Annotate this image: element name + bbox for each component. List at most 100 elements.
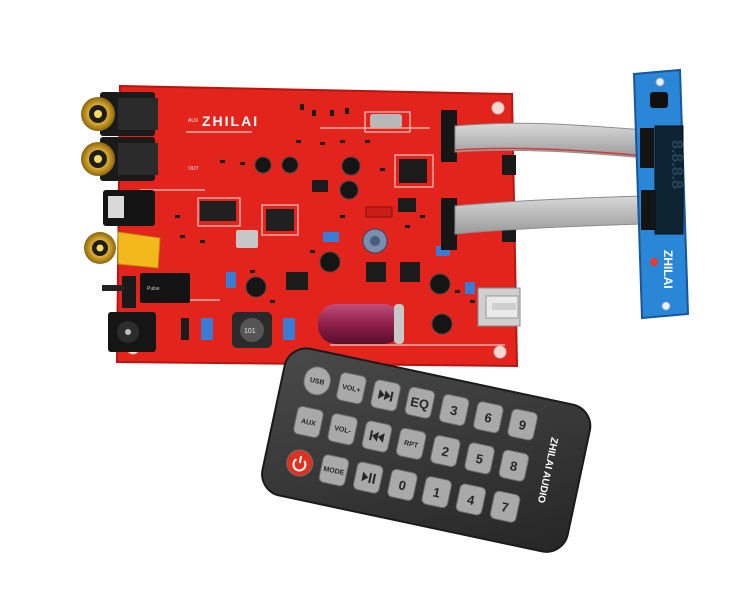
power-inductor: 101 (232, 312, 272, 348)
coax-rca-jack (84, 231, 161, 269)
ic-chip (266, 209, 294, 231)
remote-key-label: AUX (300, 418, 316, 428)
remote-key-cap (473, 401, 504, 434)
remote-key-label: 2 (440, 443, 450, 459)
remote-key[interactable]: 8 (498, 449, 530, 482)
film-capacitors (201, 232, 475, 340)
remote-key[interactable]: MODE (318, 454, 350, 487)
remote-key[interactable]: VOL- (327, 413, 358, 446)
slide-switch-lever (102, 285, 124, 291)
rca-jack-out (81, 137, 158, 181)
optical-connector (103, 190, 155, 226)
seven-segment-display: 8.8.8.8 (654, 125, 685, 235)
remote-key-label: 7 (500, 499, 510, 515)
remote-key[interactable]: 7 (489, 490, 521, 523)
remote-key-cap (303, 366, 331, 396)
remote-key-label: MODE (323, 466, 345, 477)
remote-key[interactable] (353, 461, 384, 494)
mount-hole (493, 345, 507, 359)
remote-key[interactable] (370, 379, 401, 412)
remote-key-cap (293, 406, 324, 438)
rca-jack-aux (81, 92, 158, 136)
remote-key-cap (395, 427, 427, 460)
remote-key[interactable]: USB (302, 365, 333, 398)
remote-key-label: 8 (509, 458, 519, 474)
tact-button (502, 155, 516, 175)
board-brand-label: ZHILAI (202, 113, 259, 129)
remote-key-label: 1 (431, 485, 441, 501)
remote-key[interactable]: AUX (293, 406, 324, 439)
remote-key-cap (430, 435, 461, 468)
ic-chip (399, 159, 427, 183)
remote-key[interactable]: 9 (507, 408, 538, 441)
electrolytic-capacitors (245, 156, 453, 335)
display-brand-label: ZHILAI (661, 250, 675, 289)
remote-key[interactable]: 5 (464, 442, 495, 475)
remote-key-cap (438, 394, 470, 426)
remote-key-cap (489, 490, 521, 523)
remote-key[interactable]: EQ (404, 386, 436, 419)
remote-key[interactable]: 0 (387, 468, 418, 501)
remote-key[interactable]: 2 (430, 435, 461, 468)
ic-chip (312, 180, 328, 192)
power-icon (292, 456, 307, 472)
remote-key[interactable]: VOL+ (336, 372, 367, 405)
play-pause-icon (361, 471, 377, 484)
svg-text:101: 101 (244, 328, 256, 335)
remote-key-label: 6 (483, 410, 493, 426)
remote-key-cap (507, 408, 538, 441)
remote-key-label: RPT (403, 440, 419, 450)
ic-chip (236, 230, 258, 248)
remote-key[interactable]: 1 (421, 476, 452, 509)
remote-power-button[interactable] (284, 448, 315, 479)
remote-key-cap (387, 468, 418, 501)
main-pcb: ZHILAI AUX OUT (81, 84, 521, 368)
remote-key-label: EQ (409, 394, 431, 413)
remote-key-cap (455, 483, 487, 516)
previous-track-icon (369, 430, 385, 443)
port-label-out: OUT (188, 166, 199, 172)
remote-key-label: 9 (517, 417, 527, 433)
port-label-aux: AUX (188, 118, 199, 124)
remote-key[interactable]: 4 (455, 483, 487, 516)
remote-key-cap (327, 413, 358, 446)
remote-key-cap (464, 442, 495, 475)
pin-header-top (441, 110, 457, 162)
display-pin-header (640, 128, 654, 168)
remote-key-label: 5 (474, 451, 484, 467)
remote-key[interactable]: RPT (395, 427, 427, 460)
ic-chip (400, 262, 420, 282)
pulse-transformer: Pulse (140, 273, 190, 303)
ic-chip (366, 262, 386, 282)
slide-switch (122, 276, 136, 308)
remote-key-cap (336, 372, 367, 405)
ic-chip (200, 201, 236, 221)
display-pin-header (641, 190, 655, 230)
remote-key-label: 0 (397, 477, 407, 493)
remote-key[interactable]: 3 (438, 394, 470, 427)
ic-chip (286, 272, 308, 290)
fuse (181, 318, 189, 340)
remote-key-label: VOL- (334, 425, 352, 435)
svg-text:8.8.8.8: 8.8.8.8 (668, 140, 685, 189)
smd-components (175, 104, 475, 303)
ir-receiver (650, 92, 668, 108)
pcb-board (115, 84, 519, 368)
remote-key-cap (498, 449, 530, 482)
svg-text:Pulse: Pulse (147, 286, 160, 292)
remote-key[interactable]: 6 (473, 401, 504, 434)
remote-key-label: 4 (466, 492, 477, 508)
resistor-pack (365, 206, 393, 218)
dc-power-jack (108, 312, 156, 352)
ic-chip (370, 114, 402, 128)
bulk-capacitor (318, 304, 404, 344)
remote-key-label: USB (309, 377, 325, 387)
next-track-icon (377, 389, 394, 402)
mount-hole (491, 101, 505, 115)
remote-key[interactable] (361, 420, 393, 453)
remote-key-cap (404, 386, 436, 419)
remote-key-label: 3 (449, 402, 459, 418)
